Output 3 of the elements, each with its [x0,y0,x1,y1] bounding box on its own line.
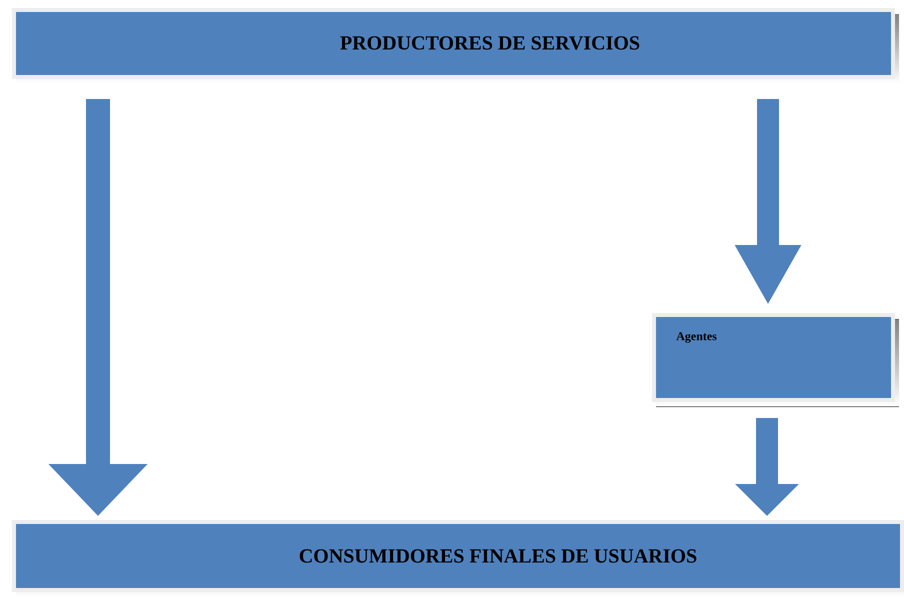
process-box: PRODUCTORES DE SERVICIOS [12,8,899,84]
process-box: CONSUMIDORES FINALES DE USUARIOS [12,520,904,597]
process-box: Agentes [652,313,899,407]
